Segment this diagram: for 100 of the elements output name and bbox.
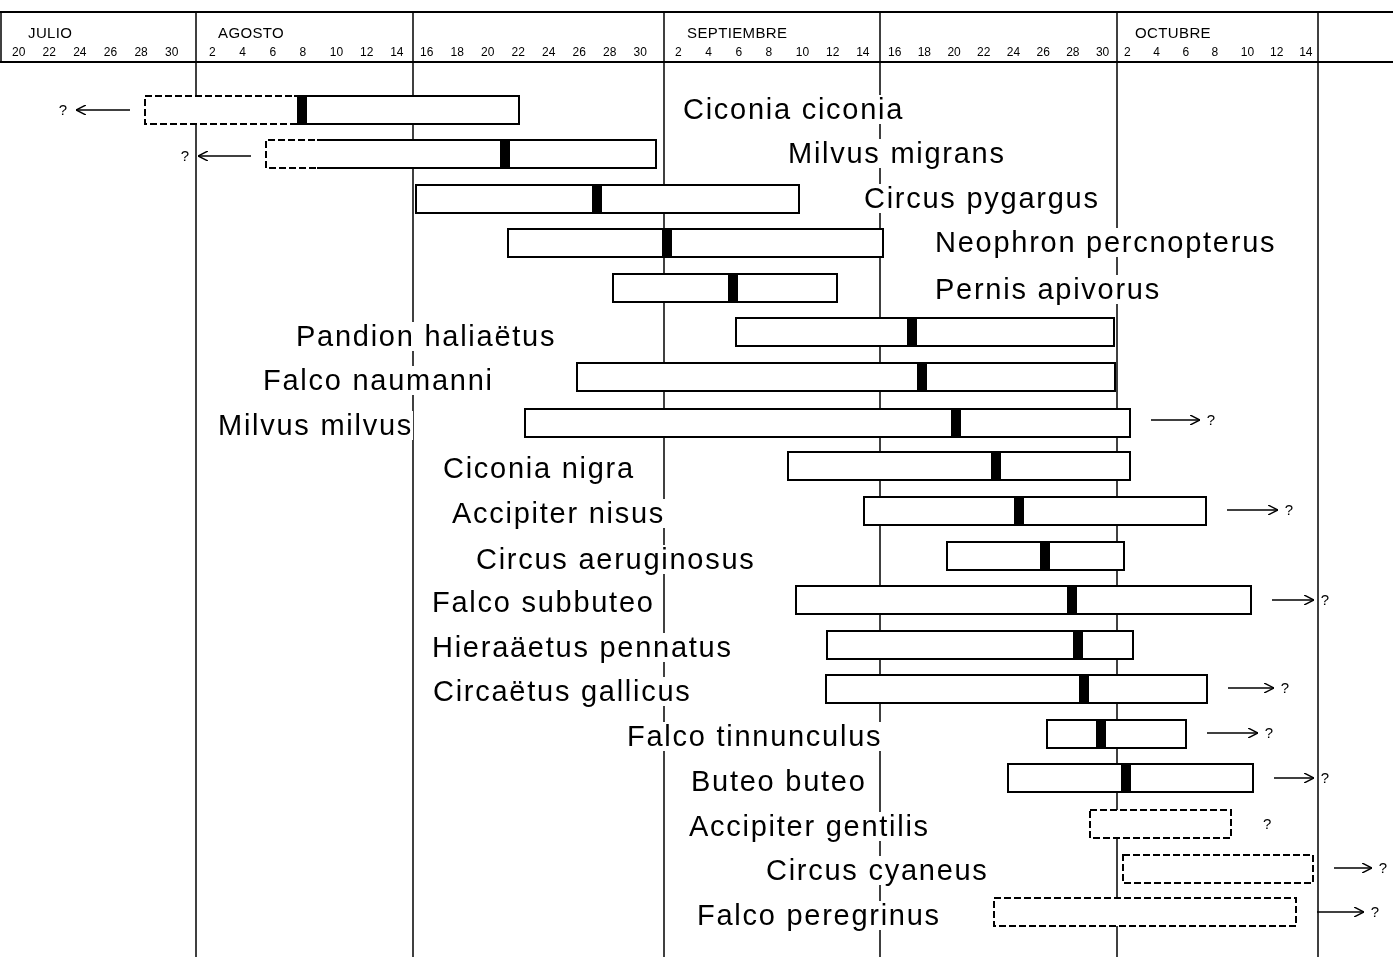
species-name: Circus aeruginosus [476,545,756,574]
question-mark: ? [1263,816,1272,831]
range-bar [826,630,1134,660]
range-bar [825,674,1208,704]
day-label: 20 [947,46,961,58]
day-label: 10 [795,46,810,58]
species-name: Accipiter nisus [452,499,666,528]
day-label: 4 [239,46,246,58]
arrow [75,104,131,116]
arrow [1316,906,1365,918]
day-label: 8 [765,46,773,58]
day-label: 14 [390,46,404,58]
day-label: 22 [42,46,56,58]
species-name: Hieraäetus pennatus [432,633,733,662]
species-name: Neophron percnopterus [935,228,1277,257]
day-label: 30 [633,46,647,58]
day-label: 2 [675,46,682,58]
day-label: 20 [481,46,495,58]
day-label: 16 [420,46,434,58]
question-mark: ? [180,148,190,164]
day-label: 20 [12,46,26,58]
month-label: AGOSTO [218,25,285,40]
question-mark: ? [1320,592,1330,608]
arrow [1227,682,1275,694]
range-bar [787,451,1131,481]
species-name: Circus cyaneus [766,856,989,885]
species-name: Circus pygargus [864,184,1100,213]
day-label: 4 [705,46,712,58]
day-label: 26 [103,46,118,58]
range-bar [863,496,1207,526]
day-label: 6 [735,46,743,58]
species-name: Pernis apivorus [935,275,1161,304]
range-bar [265,139,657,169]
day-label: 22 [977,46,991,58]
day-label: 24 [73,46,87,58]
range-bar [415,184,800,214]
question-mark: ? [1370,904,1380,920]
day-label: 30 [1095,46,1110,58]
question-mark: ? [1280,680,1290,696]
day-label: 24 [1006,46,1021,58]
day-label: 10 [329,46,344,58]
range-bar [524,408,1131,438]
species-name: Pandion haliaëtus [296,322,557,351]
range-bar [1046,719,1187,749]
dashed-range-bar [993,897,1297,927]
range-bar [144,95,520,125]
species-name: Ciconia nigra [443,454,635,483]
day-label: 14 [856,46,870,58]
question-mark: ? [1264,725,1274,741]
species-name: Circaëtus gallicus [433,677,692,706]
arrow [1150,414,1201,426]
day-label: 12 [1270,46,1284,58]
day-label: 10 [1240,46,1255,58]
species-name: Milvus migrans [788,139,1006,168]
day-label: 18 [917,46,932,58]
day-label: 8 [1211,46,1219,58]
day-label: 18 [450,46,464,58]
month-label: SEPTIEMBRE [687,25,788,40]
species-name: Milvus milvus [218,411,414,440]
day-label: 2 [209,46,216,58]
day-label: 12 [360,46,374,58]
day-label: 2 [1124,46,1131,58]
species-name: Ciconia ciconia [683,95,905,124]
question-mark: ? [1378,860,1388,876]
range-bar [576,362,1116,392]
range-bar [1007,763,1254,793]
day-label: 12 [826,46,840,58]
range-bar [735,317,1115,347]
day-label: 26 [572,46,586,58]
arrow [1271,594,1315,606]
day-label: 4 [1153,46,1160,58]
day-label: 28 [1066,46,1080,58]
species-name: Falco peregrinus [697,901,941,930]
day-label: 28 [134,46,148,58]
day-label: 26 [1036,46,1050,58]
species-name: Falco tinnunculus [627,722,883,751]
question-mark: ? [58,102,68,118]
dashed-range-bar [1089,809,1232,839]
day-label: 28 [603,46,617,58]
day-label: 30 [165,46,179,58]
day-label: 6 [1182,46,1190,58]
range-bar [795,585,1252,615]
day-label: 24 [542,46,556,58]
day-label: 16 [888,46,902,58]
dashed-range-bar [1122,854,1314,884]
arrow [197,150,252,162]
arrow [1226,504,1279,516]
month-label: JULIO [28,25,73,40]
question-mark: ? [1284,502,1294,518]
range-bar [507,228,884,258]
day-label: 6 [269,46,277,58]
species-name: Accipiter gentilis [689,812,930,841]
day-label: 22 [511,46,525,58]
question-mark: ? [1206,412,1216,428]
month-label: OCTUBRE [1135,25,1211,40]
question-mark: ? [1320,770,1330,786]
arrow [1273,772,1315,784]
day-label: 8 [299,46,307,58]
day-label: 14 [1299,46,1313,58]
range-bar [612,273,838,303]
